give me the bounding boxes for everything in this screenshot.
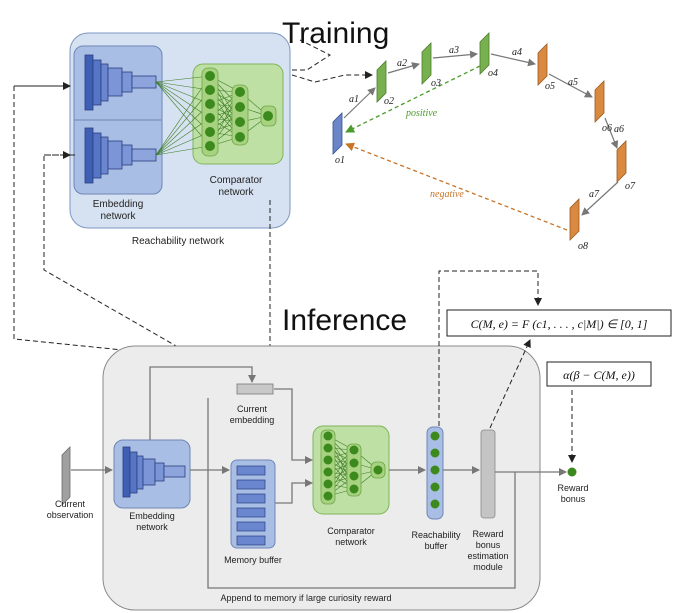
observation-o4 xyxy=(479,32,490,75)
action-label: a3 xyxy=(449,45,459,56)
inference-flow xyxy=(71,366,567,589)
current-observation-label: Current xyxy=(55,499,86,509)
action-arrows xyxy=(343,50,619,216)
observation-o2 xyxy=(376,60,387,103)
inference-embedding-label: network xyxy=(136,522,168,532)
comparator-network-label: Comparator xyxy=(210,175,263,186)
embedding-network-label: Embedding xyxy=(93,199,144,210)
formula-box-alpha xyxy=(546,361,652,387)
action-label: a7 xyxy=(589,189,600,200)
memory-buffer-slots xyxy=(236,465,266,546)
formula-links xyxy=(438,270,576,463)
formula-alpha: α(β − C(M, e)) xyxy=(563,368,635,382)
action-labels: a1 a2 a3 a4 a5 a6 a7 xyxy=(349,45,624,200)
positive-arrow xyxy=(345,65,481,133)
inference-comparator-neurons xyxy=(323,431,383,501)
reward-module-label: bonus xyxy=(476,540,501,550)
negative-label: negative xyxy=(430,189,464,200)
trajectory xyxy=(332,32,627,241)
observation-o3 xyxy=(421,42,432,85)
reward-bonus-label: bonus xyxy=(561,494,586,504)
formula-c: C(M, e) = F (c1, . . . , c|M|) ∈ [0, 1] xyxy=(471,317,648,331)
action-label: a4 xyxy=(512,47,522,58)
observation-o7 xyxy=(616,140,627,183)
embedding-network-label: network xyxy=(100,211,136,222)
reward-bonus-module xyxy=(480,429,496,519)
reachability-buffer-label: buffer xyxy=(425,541,448,551)
embedding-cnn-icon xyxy=(84,54,157,111)
inference-embedding-label: Embedding xyxy=(129,511,175,521)
reachability-buffer-label: Reachability xyxy=(411,530,461,540)
current-observation-label: observation xyxy=(47,510,94,520)
observation-o8 xyxy=(569,198,580,241)
reward-module-label: Reward xyxy=(472,529,503,539)
formula-box-c xyxy=(446,309,672,337)
memory-buffer-label: Memory buffer xyxy=(224,555,282,565)
observation-labels: o1 o2 o3 o4 o5 o6 o7 o8 xyxy=(335,68,636,252)
observation-label: o7 xyxy=(625,181,636,192)
training-title: Training xyxy=(282,17,389,50)
inference-title: Inference xyxy=(282,304,407,337)
observation-label: o6 xyxy=(602,123,612,134)
observation-o1 xyxy=(332,112,343,155)
observation-o5 xyxy=(537,43,548,86)
current-embedding-label: embedding xyxy=(230,415,275,425)
positive-label: positive xyxy=(405,108,438,119)
reward-bonus-output xyxy=(567,467,577,477)
comparator-network-label: network xyxy=(218,187,254,198)
current-embedding-label: Current xyxy=(237,404,268,414)
comparator-layer xyxy=(231,84,249,146)
observation-label: o3 xyxy=(431,78,441,89)
action-label: a1 xyxy=(349,94,359,105)
comparator-neurons xyxy=(205,71,273,151)
embedding-cnn-icon xyxy=(84,127,157,184)
inference-comparator-label: network xyxy=(335,537,367,547)
action-label: a5 xyxy=(568,77,578,88)
inference-comparator-label: Comparator xyxy=(327,526,375,536)
comparator-layer xyxy=(346,443,362,497)
action-label: a6 xyxy=(614,124,624,135)
negative-arrow xyxy=(345,142,568,231)
current-embedding xyxy=(236,383,274,395)
reachability-buffer-values xyxy=(430,431,440,509)
reward-module-label: module xyxy=(473,562,503,572)
append-memory-caption: Append to memory if large curiosity rewa… xyxy=(220,593,391,603)
reward-module-label: estimation xyxy=(467,551,508,561)
observation-label: o8 xyxy=(578,241,588,252)
observation-label: o1 xyxy=(335,155,345,166)
embedding-cnn-icon xyxy=(122,446,186,498)
current-observation-frame xyxy=(61,446,71,506)
observation-o6 xyxy=(594,80,605,123)
reachability-network-label: Reachability network xyxy=(132,236,225,247)
observation-label: o5 xyxy=(545,81,555,92)
observation-label: o2 xyxy=(384,96,394,107)
reward-bonus-label: Reward xyxy=(557,483,588,493)
action-label: a2 xyxy=(397,58,407,69)
observation-label: o4 xyxy=(488,68,498,79)
